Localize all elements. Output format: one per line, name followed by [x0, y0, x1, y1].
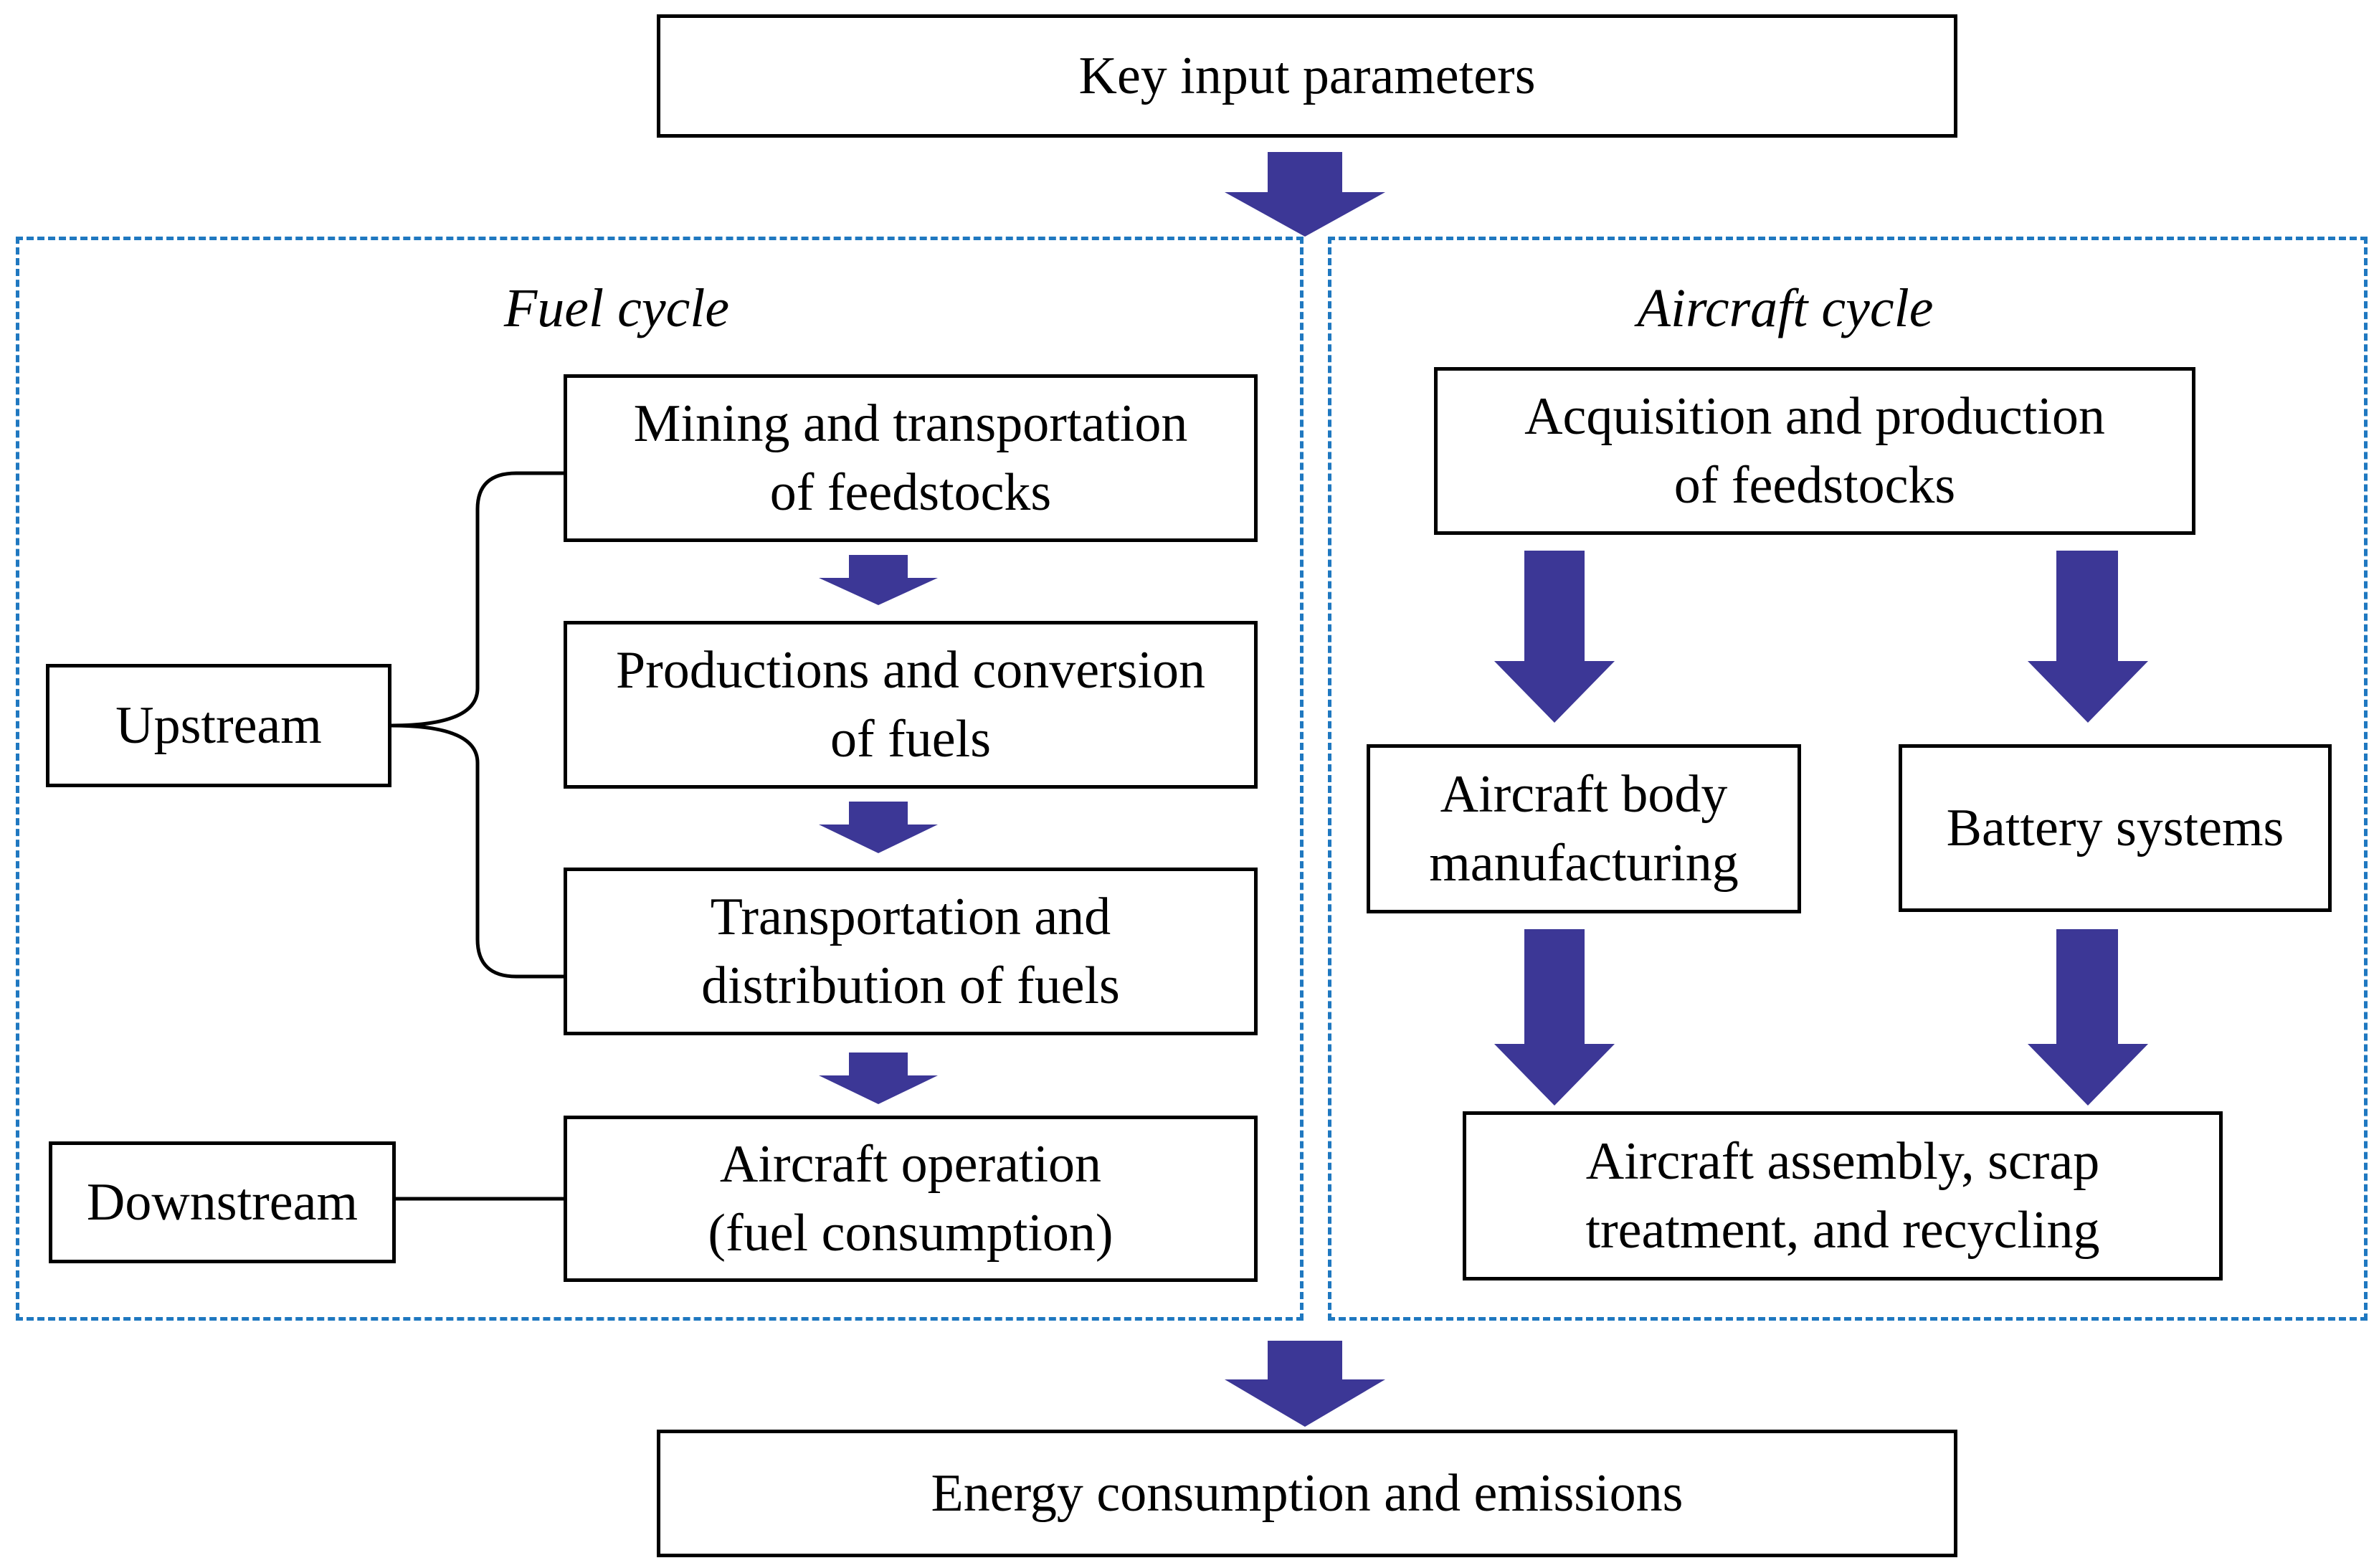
fuel-step-operation-line2: (fuel consumption) — [708, 1204, 1113, 1263]
key-input-parameters-label: Key input parameters — [1078, 47, 1536, 105]
upstream-label: Upstream — [115, 696, 322, 755]
aircraft-acquisition-box: Acquisition and production of feedstocks — [1434, 367, 2195, 535]
aircraft-acquisition-line1: Acquisition and production — [1524, 387, 2105, 446]
downstream-box: Downstream — [49, 1141, 396, 1263]
fuel-step-operation-line1: Aircraft operation — [719, 1135, 1102, 1194]
energy-emissions-label: Energy consumption and emissions — [931, 1464, 1684, 1523]
fuel-step-mining-line1: Mining and transportation — [633, 394, 1188, 453]
aircraft-assembly-line2: treatment, and recycling — [1585, 1201, 2100, 1260]
fuel-cycle-title: Fuel cycle — [503, 278, 730, 338]
downstream-label: Downstream — [86, 1173, 358, 1232]
aircraft-cycle-region — [1328, 237, 2368, 1321]
fuel-step-transportation-line1: Transportation and — [710, 888, 1111, 946]
fuel-step-transportation: Transportation and distribution of fuels — [564, 868, 1258, 1035]
fuel-step-production-line1: Productions and conversion — [615, 641, 1206, 700]
fuel-step-mining-line2: of feedstocks — [769, 463, 1052, 522]
fuel-step-mining: Mining and transportation of feedstocks — [564, 374, 1258, 542]
energy-emissions-box: Energy consumption and emissions — [657, 1430, 1957, 1557]
aircraft-assembly-line1: Aircraft assembly, scrap — [1585, 1132, 2100, 1191]
aircraft-body-line1: Aircraft body — [1440, 765, 1728, 824]
aircraft-body-box: Aircraft body manufacturing — [1367, 744, 1801, 913]
fuel-step-transportation-line2: distribution of fuels — [701, 956, 1120, 1015]
fuel-step-production-line2: of fuels — [830, 710, 991, 769]
arrow-down-icon — [1225, 152, 1385, 237]
fuel-step-production: Productions and conversion of fuels — [564, 621, 1258, 789]
aircraft-assembly-box: Aircraft assembly, scrap treatment, and … — [1463, 1111, 2223, 1280]
battery-systems-box: Battery systems — [1899, 744, 2332, 912]
battery-systems-label: Battery systems — [1946, 799, 2284, 857]
key-input-parameters-box: Key input parameters — [657, 14, 1957, 138]
aircraft-cycle-title: Aircraft cycle — [1637, 278, 1934, 338]
fuel-cycle-region — [16, 237, 1304, 1321]
arrow-down-icon — [1225, 1341, 1385, 1427]
aircraft-acquisition-line2: of feedstocks — [1673, 456, 1956, 515]
fuel-step-operation: Aircraft operation (fuel consumption) — [564, 1116, 1258, 1282]
aircraft-body-line2: manufacturing — [1429, 834, 1739, 893]
upstream-box: Upstream — [46, 664, 391, 787]
